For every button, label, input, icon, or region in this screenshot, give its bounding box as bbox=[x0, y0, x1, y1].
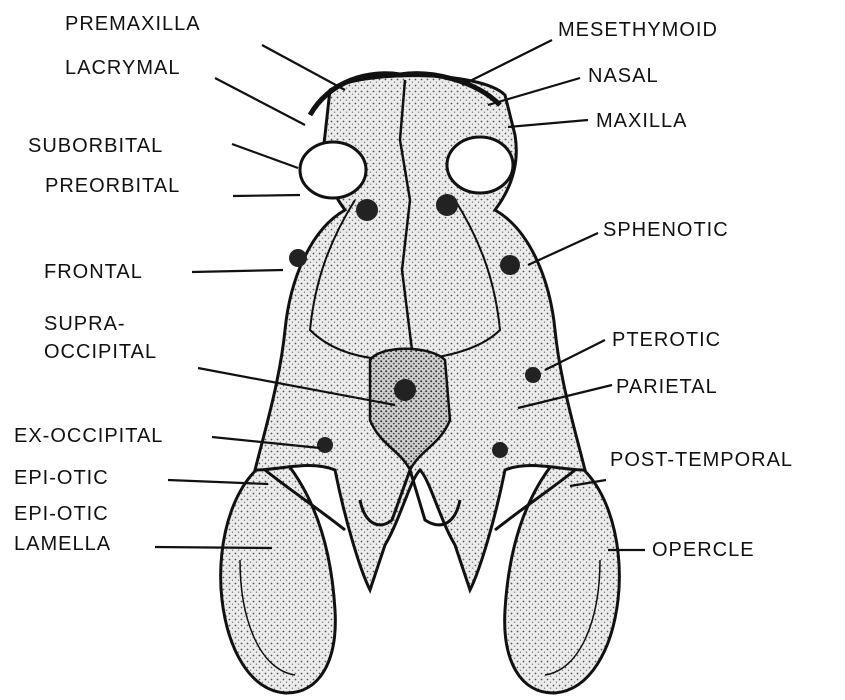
ossification-center bbox=[436, 194, 458, 216]
label-pterotic: PTEROTIC bbox=[612, 329, 721, 351]
label-preorbital: PREORBITAL bbox=[45, 175, 180, 197]
ossification-center bbox=[317, 437, 333, 453]
label-lacrymal: LACRYMAL bbox=[65, 57, 180, 79]
label-exoccipital: EX-OCCIPITAL bbox=[14, 425, 163, 447]
ossification-center bbox=[394, 379, 416, 401]
label-frontal: FRONTAL bbox=[44, 261, 143, 283]
label-premaxilla: PREMAXILLA bbox=[65, 13, 201, 35]
label-sphenotic: SPHENOTIC bbox=[603, 219, 729, 241]
label-mesethmoid: MESETHYMOID bbox=[558, 19, 718, 41]
ossification-center bbox=[492, 442, 508, 458]
ossification-center bbox=[356, 199, 378, 221]
label-nasal: NASAL bbox=[588, 65, 659, 87]
label-supraoccipital-line1: SUPRA- bbox=[44, 313, 126, 335]
label-epiotic-lamella-line2: LAMELLA bbox=[14, 533, 111, 555]
ossification-center bbox=[525, 367, 541, 383]
label-epiotic-lamella-line1: EPI-OTIC bbox=[14, 503, 109, 525]
label-supraoccipital-line2: OCCIPITAL bbox=[44, 341, 157, 363]
orbit-left bbox=[300, 142, 366, 198]
label-opercle: OPERCLE bbox=[652, 539, 755, 561]
ossification-center bbox=[500, 255, 520, 275]
label-maxilla: MAXILLA bbox=[596, 110, 687, 132]
ossification-center bbox=[289, 249, 307, 267]
opercle-left bbox=[221, 455, 336, 693]
label-suborbital: SUBORBITAL bbox=[28, 135, 163, 157]
opercle-right bbox=[505, 455, 620, 693]
label-post-temporal: POST-TEMPORAL bbox=[610, 449, 793, 471]
label-epiotic: EPI-OTIC bbox=[14, 467, 109, 489]
label-parietal: PARIETAL bbox=[616, 376, 718, 398]
orbit-right bbox=[447, 137, 513, 193]
